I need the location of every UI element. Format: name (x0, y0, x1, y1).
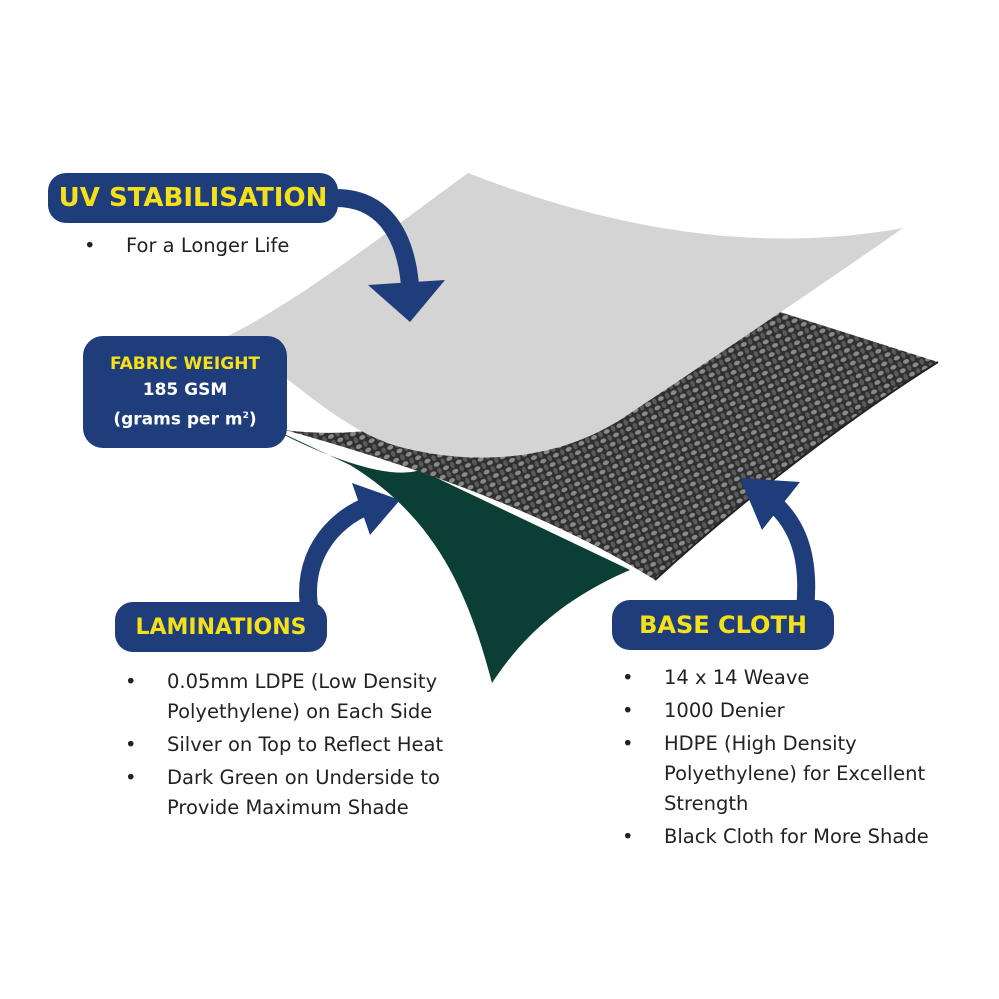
list-item: 14 x 14 Weave (622, 663, 982, 693)
laminations-bullets: 0.05mm LDPE (Low Density Polyethylene) o… (125, 667, 505, 826)
base-cloth-bullets: 14 x 14 Weave 1000 Denier HDPE (High Den… (622, 663, 982, 855)
dark-green-lamination-layer (265, 425, 630, 683)
fabric-weight-unit: (grams per m2) (113, 409, 257, 430)
woven-base-cloth-layer (285, 312, 938, 580)
list-item: Silver on Top to Reflect Heat (125, 730, 505, 760)
list-item: Black Cloth for More Shade (622, 822, 982, 852)
list-item: For a Longer Life (84, 231, 289, 261)
base-cloth-label: BASE CLOTH (612, 600, 834, 650)
uv-stabilisation-label: UV STABILISATION (48, 173, 338, 223)
curved-arrow-icon (299, 483, 400, 621)
list-item: Dark Green on Underside to Provide Maxim… (125, 763, 505, 823)
curved-arrow-icon (740, 478, 816, 619)
fabric-weight-label: FABRIC WEIGHT 185 GSM (grams per m2) (83, 336, 287, 448)
list-item: HDPE (High Density Polyethylene) for Exc… (622, 729, 982, 819)
uv-stabilisation-bullets: For a Longer Life (84, 231, 289, 264)
fabric-weight-value: 185 GSM (142, 380, 228, 401)
laminations-label: LAMINATIONS (115, 602, 327, 652)
fabric-weight-title: FABRIC WEIGHT (109, 354, 261, 375)
woven-base-cloth-edge (654, 361, 939, 581)
list-item: 1000 Denier (622, 696, 982, 726)
list-item: 0.05mm LDPE (Low Density Polyethylene) o… (125, 667, 505, 727)
curved-arrow-icon (327, 189, 445, 322)
